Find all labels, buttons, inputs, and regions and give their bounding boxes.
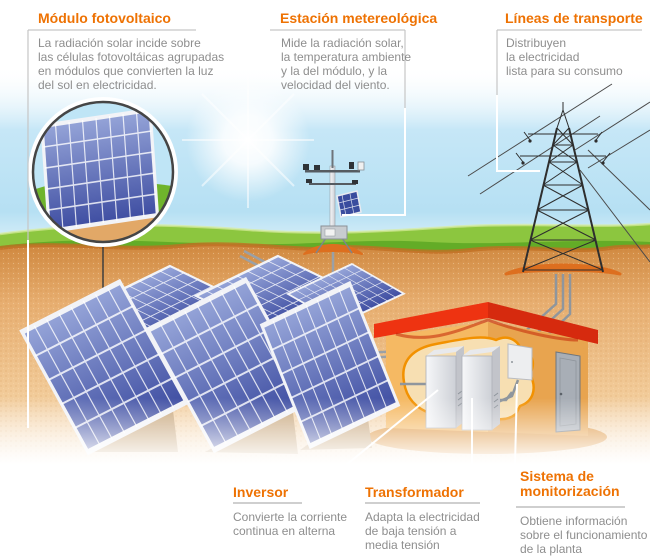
callout-line: Mide la radiación solar, xyxy=(281,36,404,50)
monitoring-box xyxy=(507,343,533,381)
solar-panel-closeup xyxy=(42,110,157,231)
callout-connectors xyxy=(27,29,642,508)
callout-line: en módulos que convierten la luz xyxy=(38,64,214,78)
callout-line: Convierte la corriente xyxy=(233,510,348,524)
anemometer-icon xyxy=(303,162,358,184)
callout-line: velocidad del viento. xyxy=(281,78,390,92)
callout-line: lista para su consumo xyxy=(506,64,623,78)
callout-line: continua en alterna xyxy=(233,524,336,538)
callout-line: Obtiene información xyxy=(520,514,628,528)
weather-station xyxy=(303,150,365,255)
callout-line: Adapta la electricidad xyxy=(365,510,480,524)
callout-line: de baja tensión a xyxy=(365,524,457,538)
callout-line: sobre el funcionamiento xyxy=(520,528,648,542)
callout-line: y la del módulo, y la xyxy=(281,64,388,78)
callout-line: del sol en electricidad. xyxy=(38,78,157,92)
roof-right xyxy=(488,302,598,344)
callout-line: Distribuyen xyxy=(506,36,567,50)
connector-estacion xyxy=(342,108,406,216)
station-solar-panel xyxy=(336,190,362,218)
ground-fade xyxy=(0,398,650,476)
callout-line: La radiación solar incide sobre xyxy=(38,36,201,50)
power-lines xyxy=(467,83,650,263)
transmission-tower xyxy=(467,83,650,276)
callout-line: la electricidad xyxy=(506,50,580,64)
magnifier-lens xyxy=(28,97,178,247)
callout-title-modulo: Módulo fotovoltaico xyxy=(38,10,171,26)
station-sensor-box xyxy=(357,161,365,171)
callout-title-inversor: Inversor xyxy=(233,484,289,500)
callout-line: las células fotovoltáicas agrupadas xyxy=(38,50,225,64)
callout-title-monitorizacion: monitorización xyxy=(520,483,620,499)
sun-icon xyxy=(182,72,314,208)
connector-lineas xyxy=(496,95,540,172)
callout-title-transformador: Transformador xyxy=(365,484,464,500)
callout-title-monitorizacion: Sistema de xyxy=(520,468,594,484)
callout-title-estacion: Estación metereológica xyxy=(280,10,438,26)
callout-line: la temperatura ambiente xyxy=(281,50,412,64)
callout-line: media tensión xyxy=(365,538,440,552)
callout-title-lineas: Líneas de transporte xyxy=(505,10,643,26)
callout-line: de la planta xyxy=(520,542,583,556)
roof-left xyxy=(374,302,488,338)
